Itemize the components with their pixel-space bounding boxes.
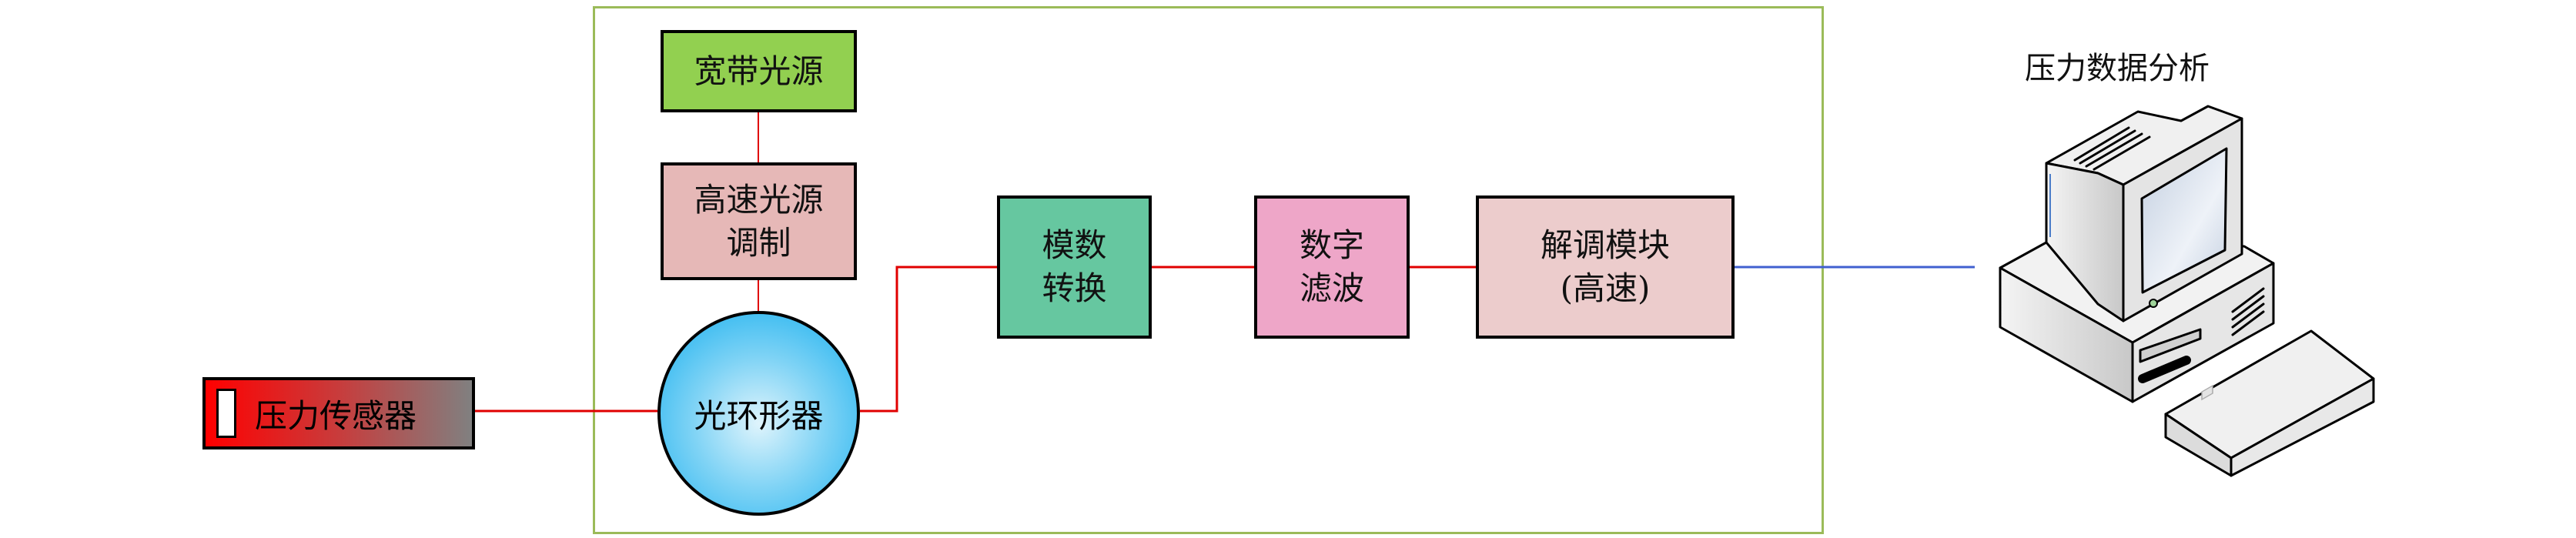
demodulation-block: 解调模块 (高速) <box>1476 195 1735 339</box>
modulation-label-line1: 高速光源 <box>694 180 824 219</box>
circulator-label: 光环形器 <box>694 396 824 435</box>
modulation-label-line2: 调制 <box>726 223 791 262</box>
modulation-block: 高速光源 调制 <box>661 162 857 280</box>
pressure-sensor-label: 压力传感器 <box>255 396 417 435</box>
adc-label-line2: 转换 <box>1042 269 1107 307</box>
pressure-sensor-block: 压力传感器 <box>202 377 475 449</box>
adc-block: 模数 转换 <box>997 195 1152 339</box>
link-circulator-adc <box>860 266 997 413</box>
computer-icon <box>1999 105 2375 477</box>
circulator-block: 光环形器 <box>657 311 860 516</box>
broadband-source-block: 宽带光源 <box>661 30 857 112</box>
demod-label-line2: (高速) <box>1560 269 1651 307</box>
demod-label-line1: 解调模块 <box>1540 226 1670 264</box>
filter-label-line2: 滤波 <box>1299 269 1364 307</box>
system-boundary-frame <box>593 6 1824 534</box>
filter-label-line1: 数字 <box>1299 226 1364 264</box>
computer-title: 压力数据分析 <box>2025 51 2210 86</box>
adc-label-line1: 模数 <box>1042 226 1107 264</box>
broadband-source-label: 宽带光源 <box>694 52 824 90</box>
sensor-connector-icon <box>216 389 236 438</box>
digital-filter-block: 数字 滤波 <box>1254 195 1410 339</box>
